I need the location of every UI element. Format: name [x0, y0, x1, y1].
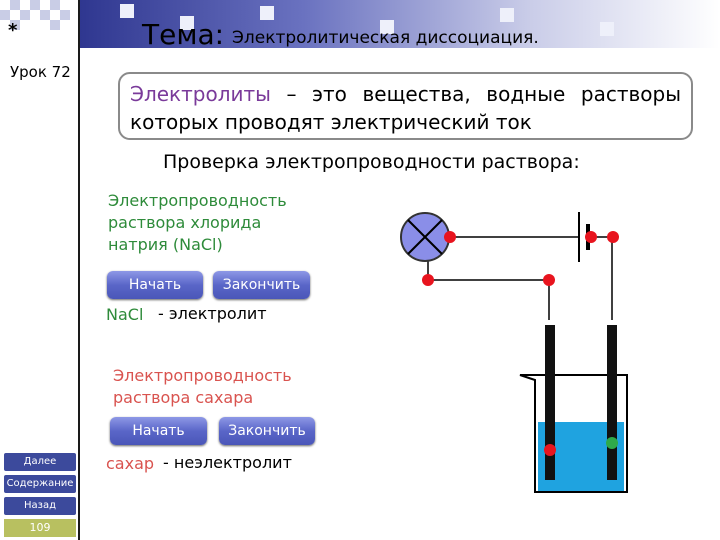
definition-text: – это вещества, водные растворы которых …	[130, 82, 681, 134]
definition-box: Электролиты – это вещества, водные раств…	[118, 72, 693, 140]
contents-button[interactable]: Содержание	[4, 475, 76, 493]
header-band	[80, 0, 720, 48]
lesson-number: Урок 72	[10, 63, 71, 81]
experiment-nacl-title: Электропроводность раствора хлорида натр…	[108, 191, 287, 254]
stop-nacl-button[interactable]: Закончить	[213, 271, 310, 299]
slide-marker: *	[8, 20, 18, 41]
decorative-pattern	[0, 0, 80, 40]
result-sugar-text: - неэлектролит	[163, 453, 292, 472]
electrode-left	[545, 325, 555, 480]
result-sugar-term: сахар	[106, 454, 155, 473]
electrode-right	[607, 325, 617, 480]
stop-sugar-button[interactable]: Закончить	[219, 417, 315, 445]
start-sugar-button[interactable]: Начать	[110, 417, 207, 445]
contact-point	[585, 231, 597, 243]
page-title: Тема:	[142, 18, 225, 51]
electrode-contact	[606, 437, 618, 449]
start-nacl-button[interactable]: Начать	[107, 271, 203, 299]
back-button[interactable]: Назад	[4, 497, 76, 515]
conductivity-apparatus	[400, 212, 628, 493]
contact-point	[607, 231, 619, 243]
result-nacl-text: - электролит	[158, 304, 267, 323]
experiment-sugar-title: Электропроводность раствора сахара	[113, 366, 292, 407]
contact-point	[543, 274, 555, 286]
sidebar: * Урок 72 Далее Содержание Назад 109	[0, 0, 80, 540]
definition-term: Электролиты	[130, 82, 271, 106]
contact-point	[422, 274, 434, 286]
next-button[interactable]: Далее	[4, 453, 76, 471]
lamp-icon	[400, 212, 450, 262]
section-title: Проверка электропроводности раствора:	[163, 151, 580, 173]
result-nacl-term: NaCl	[106, 305, 144, 324]
page-subtitle: Электролитическая диссоциация.	[232, 28, 539, 48]
contact-point	[444, 231, 456, 243]
page-number: 109	[4, 519, 76, 537]
electrode-contact	[544, 444, 556, 456]
